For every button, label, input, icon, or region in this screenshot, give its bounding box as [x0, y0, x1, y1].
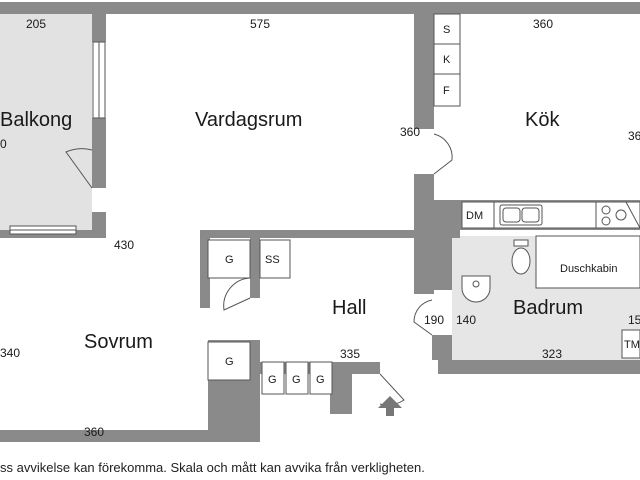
- hall-g1-label: G: [268, 374, 277, 386]
- balkong-area: [0, 14, 92, 230]
- dim-kok-width: 360: [533, 17, 553, 31]
- bathroom-fixtures: [461, 239, 640, 359]
- badrum-label: Badrum: [513, 297, 583, 319]
- badrum-tm-label: TM: [624, 339, 640, 351]
- sovrum-g-label: G: [225, 356, 234, 368]
- sovrum-label: Sovrum: [84, 331, 153, 353]
- dim-kok-depth-edge: 36: [628, 129, 640, 143]
- entrance-arrow-icon: [378, 396, 402, 416]
- vardagsrum-label: Vardagsrum: [195, 109, 302, 131]
- duschkabin-area: [535, 235, 640, 289]
- balcony-window: [92, 41, 106, 119]
- kok-label: Kök: [525, 109, 560, 131]
- balcony-bottom-window: [9, 225, 77, 235]
- hall-g3-label: G: [316, 374, 325, 386]
- hall-g2-label: G: [292, 374, 301, 386]
- dim-hall-depth: 190: [424, 313, 444, 327]
- dim-sovrum-width-bottom: 360: [84, 425, 104, 439]
- dim-balkong-width: 205: [26, 17, 46, 31]
- hall-g-top-label: G: [225, 254, 234, 266]
- hall-label: Hall: [332, 297, 366, 319]
- dim-sovrum-width-top: 430: [114, 238, 134, 252]
- duschkabin-label: Duschkabin: [560, 263, 617, 275]
- dim-sovrum-depth: 340: [0, 346, 20, 360]
- hall-ss-label: SS: [265, 254, 280, 266]
- kitchen-cabinets: [433, 13, 461, 107]
- kitchen-f-label: F: [443, 85, 450, 97]
- dim-balkong-depth-edge: 0: [0, 137, 7, 151]
- kitchen-k-label: K: [443, 54, 451, 66]
- kitchen-dm-label: DM: [466, 210, 483, 222]
- dim-hall-width: 335: [340, 347, 360, 361]
- balkong-label: Balkong: [0, 109, 72, 131]
- dim-badrum-depth: 140: [456, 313, 476, 327]
- kitchen-s-label: S: [443, 24, 450, 36]
- dim-badrum-width: 323: [542, 347, 562, 361]
- dim-badrum-depth-edge: 15: [628, 313, 640, 327]
- hall-cabinets: [207, 239, 333, 395]
- dim-vardagsrum-width: 575: [250, 17, 270, 31]
- kitchen-counter: [461, 201, 640, 229]
- dim-vardagsrum-depth: 360: [400, 125, 420, 139]
- footer-disclaimer: ss avvikelse kan förekomma. Skala och må…: [0, 460, 425, 475]
